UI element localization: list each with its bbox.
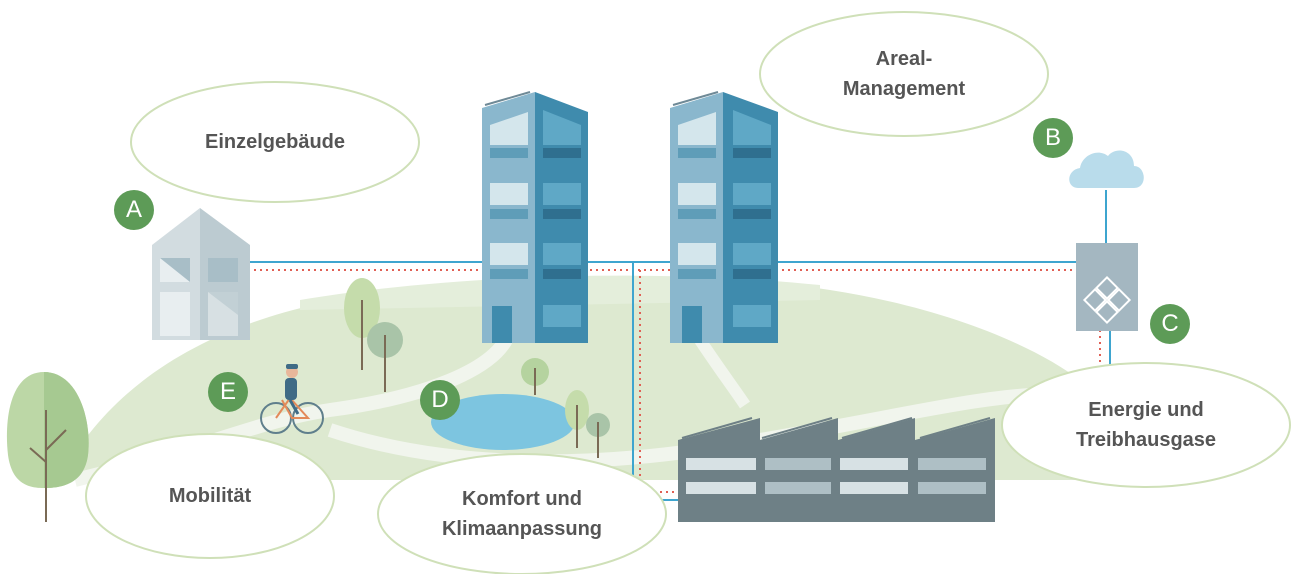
label-einzelgebaeude: Einzelgebäude (204, 131, 346, 153)
badge-a-label: A (125, 196, 142, 223)
badge-e (208, 372, 248, 412)
badge-b-label: B (1044, 124, 1061, 151)
label-areal-management: Areal- Management (784, 44, 1024, 104)
badge-b (1033, 118, 1073, 158)
label-energie-line1: Energie und (1088, 399, 1204, 421)
walkway (695, 336, 750, 409)
cloud-icon (1069, 150, 1144, 188)
tree-icon (6, 372, 89, 522)
energy-unit-icon (1076, 243, 1138, 331)
label-komfort-line2: Klimaanpassung (441, 518, 603, 540)
bubble-areal-management (759, 11, 1049, 137)
label-komfort-line1: Komfort und (462, 488, 582, 510)
label-areal-line1: Areal- (875, 48, 933, 70)
label-areal-line2: Management (842, 78, 966, 100)
factory-icon (678, 417, 995, 522)
label-energie: Energie und Treibhausgase (1026, 395, 1266, 455)
cyclist-icon (260, 364, 324, 434)
tree-icon (521, 358, 610, 458)
badge-e-label: E (219, 378, 236, 405)
badge-a (114, 190, 154, 230)
bubble-einzelgebaeude (130, 81, 420, 203)
tree-icon (344, 278, 403, 392)
badge-c-label: C (1161, 310, 1179, 337)
house-icon (152, 208, 250, 340)
badge-d-label: D (431, 386, 449, 413)
label-mobilitaet: Mobilität (168, 485, 252, 507)
bubble-mobilitaet (85, 433, 335, 559)
label-komfort: Komfort und Klimaanpassung (402, 484, 642, 544)
badge-d (420, 380, 460, 420)
bubble-energie (1001, 362, 1291, 488)
label-energie-line2: Treibhausgase (1075, 429, 1217, 451)
tower-icon (670, 91, 778, 343)
badge-c (1150, 304, 1190, 344)
tower-icon (482, 91, 588, 343)
bubble-komfort (377, 453, 667, 574)
pond-icon (431, 394, 575, 450)
